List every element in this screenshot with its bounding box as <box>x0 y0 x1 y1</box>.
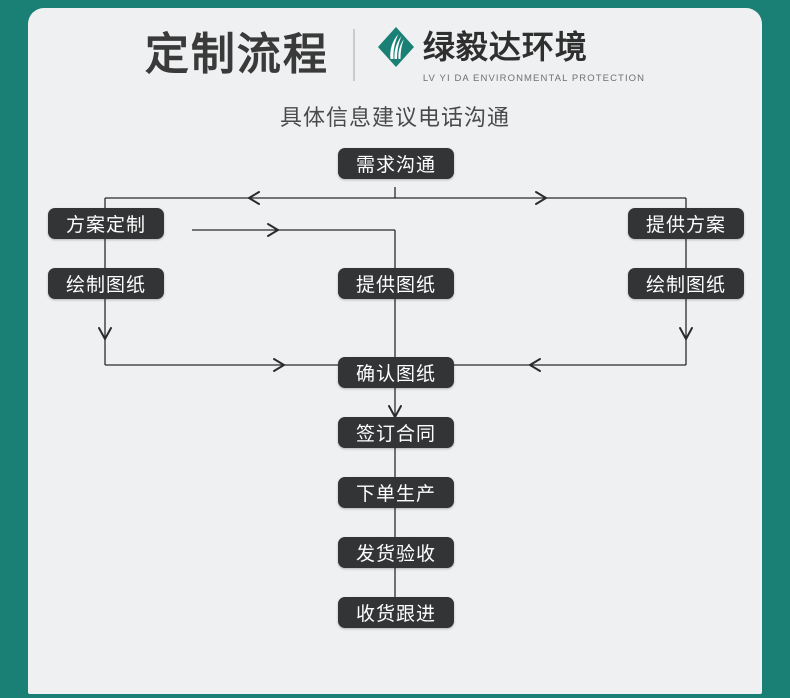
page-subtitle: 具体信息建议电话沟通 <box>279 105 510 130</box>
flow-node-ship[interactable]: 发货验收 <box>338 537 454 568</box>
flow-node-plan-custom[interactable]: 方案定制 <box>48 208 164 239</box>
flow-node-receive[interactable]: 收货跟进 <box>338 597 454 628</box>
flow-node-confirm[interactable]: 确认图纸 <box>338 357 454 388</box>
flow-node-demand[interactable]: 需求沟通 <box>338 148 454 179</box>
flow-node-draw-left[interactable]: 绘制图纸 <box>48 268 164 299</box>
flow-node-draw-mid[interactable]: 提供图纸 <box>338 268 454 299</box>
flow-node-plan-provide[interactable]: 提供方案 <box>628 208 744 239</box>
brand-block: 绿毅达环境 LV YI DA ENVIRONMENTAL PROTECTION <box>377 26 645 84</box>
flow-node-draw-right[interactable]: 绘制图纸 <box>628 268 744 299</box>
brand-name-en: LV YI DA ENVIRONMENTAL PROTECTION <box>422 73 646 84</box>
content-panel: 定制流程 绿毅达环境 LV YI DA ENVIRONMENTAL PROTEC… <box>28 8 762 694</box>
flow-node-produce[interactable]: 下单生产 <box>338 477 454 508</box>
brand-name-cn: 绿毅达环境 <box>422 29 588 65</box>
header: 定制流程 绿毅达环境 LV YI DA ENVIRONMENTAL PROTEC… <box>28 26 762 84</box>
flowchart-connectors <box>98 187 693 618</box>
brand-row: 绿毅达环境 <box>377 26 645 68</box>
header-divider <box>352 29 355 81</box>
company-logo-icon <box>377 26 415 68</box>
flowchart: 需求沟通 方案定制 提供方案 绘制图纸 提供图纸 绘制图纸 确认图纸 签订合同 … <box>28 8 762 694</box>
flow-node-contract[interactable]: 签订合同 <box>338 417 454 448</box>
page-title: 定制流程 <box>144 30 329 79</box>
